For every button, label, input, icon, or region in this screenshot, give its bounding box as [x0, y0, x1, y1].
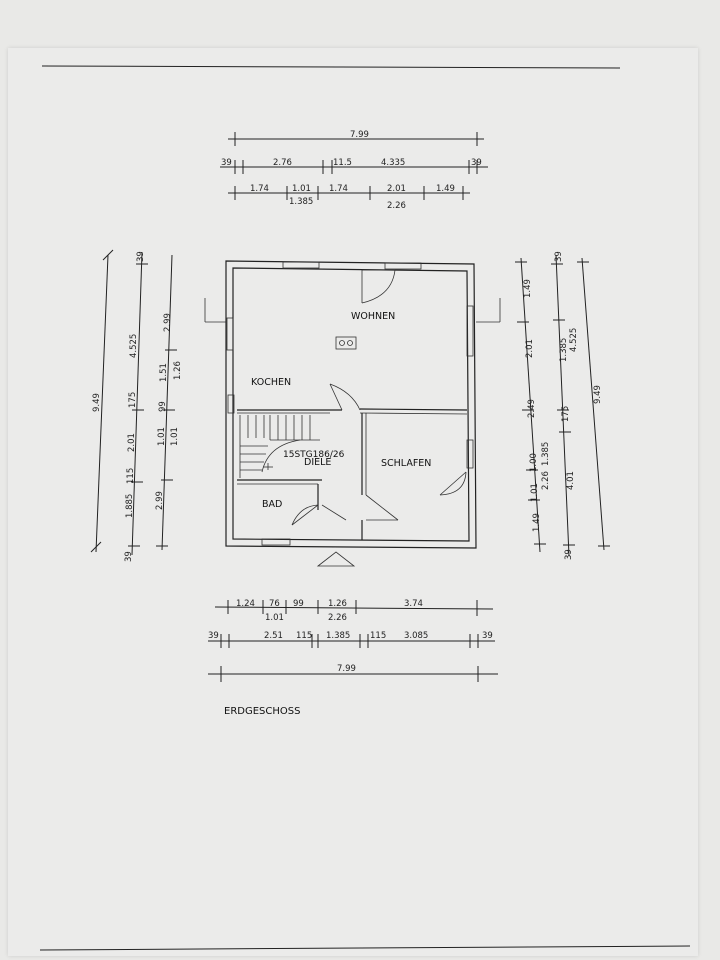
- right-dim-249: 2.49: [527, 399, 537, 418]
- left-dim-39-bottom: 39: [124, 551, 134, 562]
- plan-title: ERDGESCHOSS: [224, 706, 300, 717]
- right-dim-149-bottom: 1.49: [532, 513, 542, 532]
- right-dim-201: 2.01: [525, 339, 535, 358]
- right-dim-39-top: 39: [554, 251, 564, 262]
- right-dim-1385: 1.385: [559, 338, 569, 362]
- right-dim-175: 175: [561, 406, 571, 422]
- bottom-dim-3085: 3.085: [404, 631, 428, 641]
- sheet-border-bottom: [39, 945, 691, 951]
- bottom-dim-1385: 1.385: [326, 631, 350, 641]
- top-dim-4335: 4.335: [381, 158, 405, 168]
- bottom-dim-251: 2.51: [264, 631, 283, 641]
- room-label-kochen: KOCHEN: [251, 377, 291, 388]
- right-dim-100: 1.00: [529, 453, 539, 472]
- left-dim-115: 115: [126, 468, 136, 484]
- bottom-dim-374: 3.74: [404, 599, 423, 609]
- top-dimension-chain: 7.99 39 2.76 11.5 4.335 39 1.74 1.01 1.7…: [220, 130, 488, 211]
- sheet-border-top: [41, 65, 621, 69]
- bottom-dim-226: 2.26: [328, 613, 347, 623]
- left-dim-4525: 4.525: [129, 334, 139, 358]
- right-dim-1385-b: 1.385: [541, 442, 551, 466]
- top-dim-39-right: 39: [471, 158, 482, 168]
- bottom-dim-126: 1.26: [328, 599, 347, 609]
- right-dimension-chain: 1.49 2.01 2.49 1.00 1.01 1.49 39 1.385 1…: [515, 251, 610, 560]
- left-dim-175: 175: [128, 392, 138, 408]
- left-dim-1885: 1.885: [125, 494, 135, 518]
- top-dim-39-left: 39: [221, 158, 232, 168]
- right-dim-39-bottom: 39: [564, 549, 574, 560]
- bottom-dim-115a: 115: [296, 631, 312, 641]
- left-overall-dim: 9.49: [92, 393, 102, 412]
- bottom-dim-99: 99: [293, 599, 304, 609]
- windows: [226, 261, 474, 546]
- top-dim-115: 11.5: [333, 158, 352, 168]
- left-dim-101: 1.01: [157, 427, 167, 446]
- left-dim-151: 1.51: [159, 363, 169, 382]
- bottom-dimension-chain: 1.24 76 99 1.26 3.74 1.01 2.26 39 2.51 1…: [208, 599, 498, 682]
- room-label-wohnen: WOHNEN: [351, 311, 395, 322]
- top-dim-201: 2.01: [387, 184, 406, 194]
- right-dim-149-top: 1.49: [523, 279, 533, 298]
- left-dim-101-b: 1.01: [170, 427, 180, 446]
- stair: [239, 415, 320, 478]
- bottom-dim-115b: 115: [370, 631, 386, 641]
- right-dim-4525: 4.525: [569, 328, 579, 352]
- left-dim-201: 2.01: [127, 433, 137, 452]
- fireplace-symbol: [335, 336, 357, 350]
- left-dim-299-bottom: 2.99: [155, 491, 165, 510]
- top-dim-226: 2.26: [387, 201, 406, 211]
- right-overall-dim: 9.49: [593, 385, 603, 404]
- bottom-dim-39-left: 39: [208, 631, 219, 641]
- top-dim-101: 1.01: [292, 184, 311, 194]
- left-dim-126: 1.26: [173, 361, 183, 380]
- top-dim-149: 1.49: [436, 184, 455, 194]
- left-dim-39-top: 39: [136, 251, 146, 262]
- building-walls: [204, 260, 501, 567]
- stair-label: 15STG186/26: [283, 450, 345, 460]
- room-label-diele: DIELE: [304, 457, 331, 468]
- right-dim-401: 4.01: [566, 471, 576, 490]
- top-dim-276: 2.76: [273, 158, 292, 168]
- top-overall-dim: 7.99: [350, 130, 369, 140]
- paper-sheet: [8, 48, 698, 956]
- top-dim-1385: 1.385: [289, 197, 313, 207]
- room-label-schlafen: SCHLAFEN: [381, 458, 431, 469]
- door-swings: [291, 269, 467, 526]
- top-dim-174a: 1.74: [250, 184, 269, 194]
- bottom-dim-101: 1.01: [265, 613, 284, 623]
- left-dim-99: 99: [158, 401, 168, 412]
- bottom-dim-39-right: 39: [482, 631, 493, 641]
- top-dim-174b: 1.74: [329, 184, 348, 194]
- left-dimension-chain: 9.49 39 4.525 175 2.01 115 1.885 39 2.99…: [90, 249, 183, 562]
- bottom-overall-dim: 7.99: [337, 664, 356, 674]
- room-label-bad: BAD: [262, 499, 282, 510]
- bottom-dim-76: 76: [269, 599, 280, 609]
- right-dim-101: 1.01: [530, 483, 540, 502]
- bottom-dim-124: 1.24: [236, 599, 255, 609]
- left-dim-299-top: 2.99: [163, 313, 173, 332]
- right-dim-226: 2.26: [541, 471, 551, 490]
